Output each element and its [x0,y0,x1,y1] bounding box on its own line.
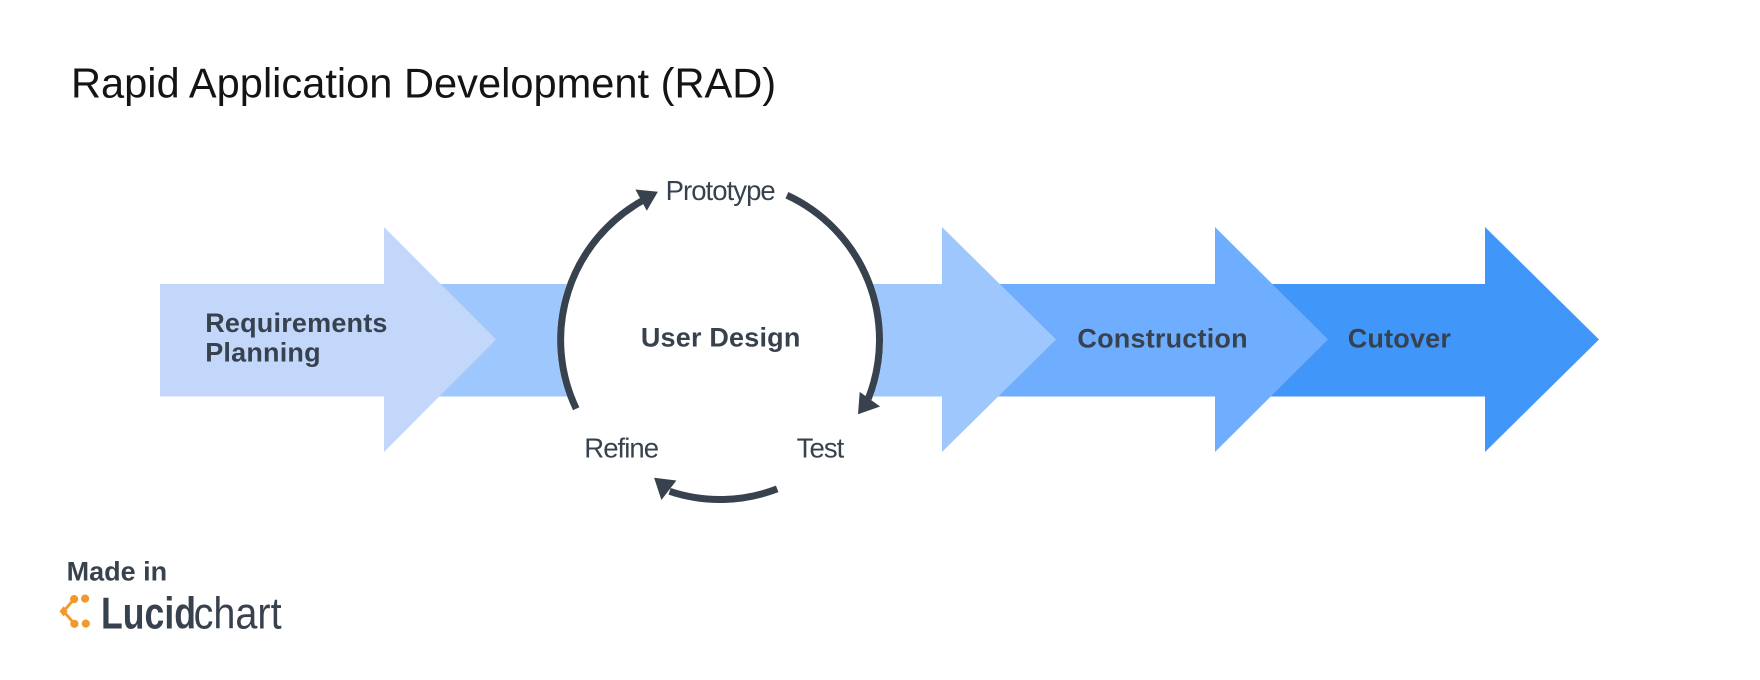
svg-text:chart: chart [194,589,283,638]
svg-text:Refine: Refine [584,433,658,464]
svg-text:Test: Test [797,433,845,464]
svg-text:Made in: Made in [67,557,168,587]
svg-text:Prototype: Prototype [666,175,776,206]
svg-text:Rapid Application Development: Rapid Application Development (RAD) [71,60,776,107]
svg-text:Cutover: Cutover [1348,323,1452,353]
svg-text:Requirements: Requirements [205,308,387,338]
svg-text:User Design: User Design [641,322,801,352]
svg-text:Construction: Construction [1077,323,1247,353]
svg-text:Lucid: Lucid [101,589,196,638]
svg-text:Planning: Planning [205,337,321,367]
